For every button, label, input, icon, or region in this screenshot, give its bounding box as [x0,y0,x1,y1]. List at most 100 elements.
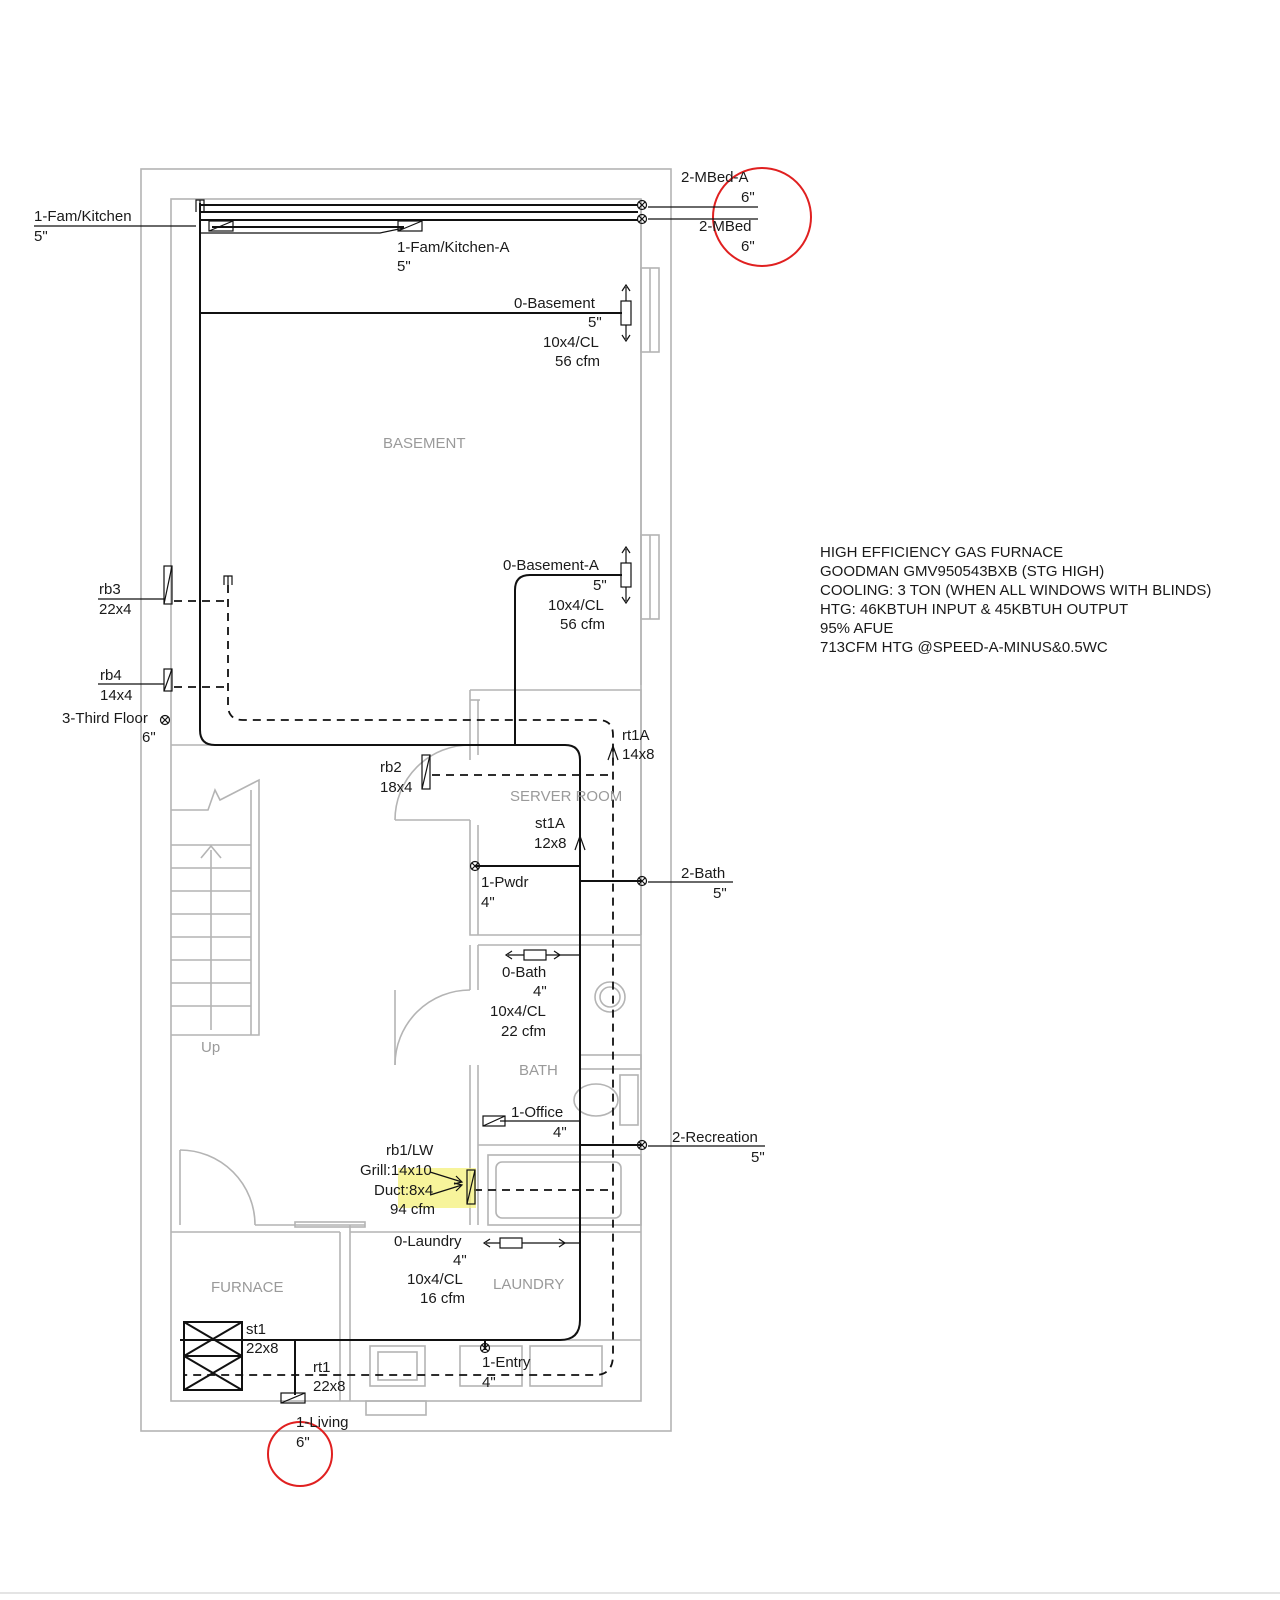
room-laundry: LAUNDRY [493,1276,564,1293]
note-line-5: 95% AFUE [820,620,893,637]
label-bath2: 2-Bath [681,865,725,882]
diffuser-recreation [636,1139,648,1151]
furnace-door-swing [179,1149,256,1226]
note-line-2: GOODMAN GMV950543BXB (STG HIGH) [820,563,1104,580]
label-bath0-cfm: 22 cfm [501,1023,546,1040]
label-entry-size: 4" [482,1374,496,1391]
label-pwdr: 1-Pwdr [481,874,529,891]
outer-wall [140,168,672,1432]
grille-rb1 [466,1169,476,1205]
room-server: SERVER ROOM [510,788,622,805]
note-line-1: HIGH EFFICIENCY GAS FURNACE [820,544,1063,561]
grille-rb2 [421,754,431,790]
stairs-up-label: Up [201,1039,220,1056]
diffuser-entry [479,1342,491,1354]
label-basement-grille: 10x4/CL [543,334,599,351]
register-living [280,1392,306,1404]
label-mbed-size: 6" [741,238,755,255]
label-rb3-size: 22x4 [99,601,132,618]
note-line-3: COOLING: 3 TON (WHEN ALL WINDOWS WITH BL… [820,582,1211,599]
label-third-floor-size: 6" [142,729,156,746]
label-pwdr-size: 4" [481,894,495,911]
label-laundry0-grille: 10x4/CL [407,1271,463,1288]
label-rb4-size: 14x4 [100,687,133,704]
register-basement [620,300,632,326]
label-rb1-cfm: 94 cfm [390,1201,435,1218]
markup-circle-mbed [712,167,812,267]
diffuser-mbed-a [636,199,648,211]
label-recreation-size: 5" [751,1149,765,1166]
label-fam-kitchen: 1-Fam/Kitchen [34,208,132,225]
label-bath0-grille: 10x4/CL [490,1003,546,1020]
duct-labels: 1-Fam/Kitchen 5" 1-Fam/Kitchen-A 5" 2-MB… [34,169,765,1451]
bath-door-swing [394,989,471,1066]
label-rt1: rt1 [313,1359,331,1376]
label-basement-cfm: 56 cfm [555,353,600,370]
label-rt1-size: 22x8 [313,1378,346,1395]
furnace-unit [183,1321,243,1391]
diffuser-third-floor [159,714,171,726]
label-rb2: rb2 [380,759,402,776]
label-fam-kitchen-a: 1-Fam/Kitchen-A [397,239,510,256]
label-living-size: 6" [296,1434,310,1451]
label-basement-a-grille: 10x4/CL [548,597,604,614]
toilet-fixture [573,1083,619,1117]
label-laundry0: 0-Laundry [394,1233,462,1250]
label-st1a: st1A [535,815,565,832]
label-basement-a-size: 5" [593,577,607,594]
register-fam-kitchen [208,220,234,232]
register-fam-kitchen-a [397,220,423,232]
label-laundry0-size: 4" [453,1252,467,1269]
diffuser-bath2 [636,875,648,887]
label-rb1: rb1/LW [386,1142,434,1159]
label-rb3: rb3 [99,581,121,598]
label-recreation: 2-Recreation [672,1129,758,1146]
note-line-6: 713CFM HTG @SPEED-A-MINUS&0.5WC [820,639,1108,656]
label-rb4: rb4 [100,667,122,684]
label-st1-size: 22x8 [246,1340,279,1357]
room-furnace: FURNACE [211,1279,284,1296]
label-rt1a: rt1A [622,727,650,744]
return-ducts [174,585,614,1376]
sink-fixture [594,981,626,1013]
register-basement-a [620,562,632,588]
staircase [171,778,260,1036]
label-basement-a-cfm: 56 cfm [560,616,605,633]
equipment-notes: HIGH EFFICIENCY GAS FURNACE GOODMAN GMV9… [820,544,1211,656]
label-mbed-a-size: 6" [741,189,755,206]
label-mbed-a: 2-MBed-A [681,169,749,186]
label-office-size: 4" [553,1124,567,1141]
label-bath0-size: 4" [533,983,547,1000]
label-basement-a: 0-Basement-A [503,557,599,574]
label-rb2-size: 18x4 [380,779,413,796]
label-third-floor: 3-Third Floor [62,710,148,727]
note-line-4: HTG: 46KBTUH INPUT & 45KBTUH OUTPUT [820,601,1128,618]
label-bath0: 0-Bath [502,964,546,981]
label-basement-size: 5" [588,314,602,331]
room-bath: BATH [519,1062,558,1079]
label-st1a-size: 12x8 [534,835,567,852]
label-fam-kitchen-size: 5" [34,228,48,245]
grille-rb4 [163,668,173,692]
label-bath2-size: 5" [713,885,727,902]
server-door-swing [394,744,471,821]
label-rb1-grill: Grill:14x10 [360,1162,432,1179]
laundry-sink [369,1345,426,1387]
label-st1: st1 [246,1321,266,1338]
registers [159,199,648,1404]
label-fam-kitchen-a-size: 5" [397,258,411,275]
markup-circle-living [267,1421,333,1487]
register-office [482,1115,506,1127]
register-laundry0 [499,1237,523,1249]
room-basement: BASEMENT [383,435,466,452]
diffuser-pwdr [469,860,481,872]
label-laundry0-cfm: 16 cfm [420,1290,465,1307]
register-bath0 [523,949,547,961]
label-living: 1-Living [296,1414,349,1431]
label-rb1-duct: Duct:8x4 [374,1182,433,1199]
supply-ducts [180,203,642,1395]
label-basement: 0-Basement [514,295,596,312]
grille-rb3 [163,565,173,605]
diffuser-mbed [636,213,648,225]
